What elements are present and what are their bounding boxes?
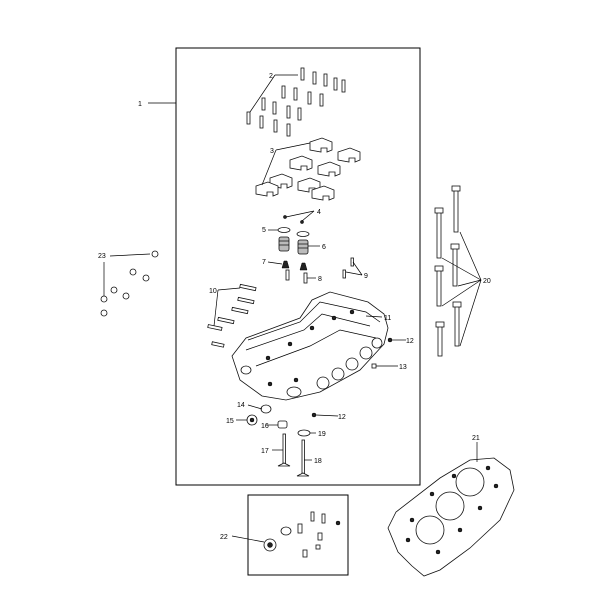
callout-8: 8 [318,276,322,283]
callout-23: 23 [98,253,106,260]
valve-springs [278,236,309,255]
callout-14: 14 [237,402,245,409]
callout-2: 2 [269,73,273,80]
valve-spring-retainers [277,227,310,237]
callout-15: 15 [226,418,234,425]
callout-6: 6 [322,244,326,251]
callout-16: 16 [261,423,269,430]
callout-5: 5 [262,227,266,234]
bolt-12b [311,412,317,418]
intake-valve [277,433,291,467]
callout-10: 10 [209,288,217,295]
stud-13 [371,363,377,369]
plug-seals-group [207,283,257,348]
callout-12-upper: 12 [406,338,414,345]
cylinder-head [231,291,389,401]
cap-bolts-group [246,67,346,137]
gasket-kit-contents [263,511,341,558]
oil-seal-ring [260,404,272,414]
head-gasket [387,457,515,577]
nuts-group [100,250,159,317]
callout-11: 11 [384,315,391,322]
valve-guide-seal-16 [277,420,288,429]
head-bolts-group [434,185,462,357]
callout-20: 20 [483,278,491,285]
callout-17: 17 [261,448,269,455]
callout-4: 4 [317,209,321,216]
callout-9: 9 [364,273,368,280]
callout-21: 21 [472,435,480,442]
callout-1: 1 [138,101,142,108]
cylinder-head-assembly-frame [175,47,421,486]
callout-labels: 1 2 3 4 5 6 7 8 9 10 11 12 13 14 15 16 1… [98,73,491,541]
valve-guides [285,269,308,284]
callout-19: 19 [318,431,326,438]
bolt-12a [387,337,393,343]
callout-7: 7 [262,259,266,266]
dowel-pins [342,257,354,279]
callout-3: 3 [270,148,274,155]
valve-seat-19 [297,429,311,437]
valve-stem-seals [281,260,308,271]
callout-13: 13 [399,364,407,371]
gasket-kit-frame [247,494,349,576]
callout-18: 18 [314,458,322,465]
leader-lines [103,74,482,543]
callout-12-lower: 12 [338,414,346,421]
camshaft-caps-group [255,137,361,201]
valve-keepers [283,215,304,224]
camshaft-sensor [246,414,258,426]
callout-22: 22 [220,534,228,541]
exhaust-valve [296,439,310,477]
